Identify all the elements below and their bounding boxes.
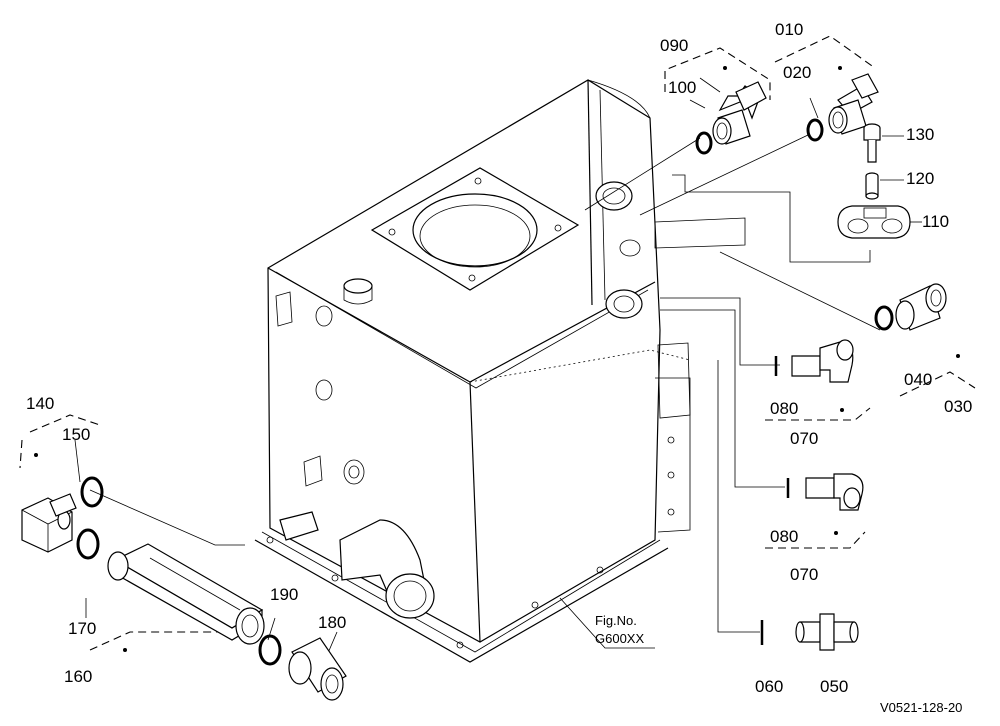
callout-020: 020 xyxy=(783,63,811,82)
o-ring-150 xyxy=(80,476,104,508)
callout-070-lower: 070 xyxy=(790,565,818,584)
adaptor-030 xyxy=(895,283,960,358)
o-ring-190 xyxy=(258,634,282,666)
callout-170: 170 xyxy=(68,619,96,638)
callout-070-upper: 070 xyxy=(790,429,818,448)
spacer-120 xyxy=(865,172,879,200)
bolt-130 xyxy=(863,123,881,163)
callout-110: 110 xyxy=(922,212,949,231)
elbow-fitting-070-upper xyxy=(774,339,854,412)
clamp-110 xyxy=(837,205,911,239)
callout-060: 060 xyxy=(755,677,783,696)
callout-080-upper: 080 xyxy=(770,399,798,418)
o-ring-040 xyxy=(874,305,894,331)
callout-090: 090 xyxy=(660,36,688,55)
line-filter-160 xyxy=(107,543,265,652)
callout-labels: 090 100 010 020 130 120 110 040 030 080 … xyxy=(26,20,972,715)
elbow-fitting-010 xyxy=(828,66,879,135)
callout-140: 140 xyxy=(26,394,54,413)
hydraulic-tank xyxy=(254,79,746,663)
o-ring-170 xyxy=(76,528,100,560)
callout-010: 010 xyxy=(775,20,803,39)
block-elbow-140 xyxy=(21,453,77,553)
callout-160: 160 xyxy=(64,667,92,686)
drawing-code: V0521-128-20 xyxy=(880,700,962,715)
figure-number-code: G600XX xyxy=(595,631,644,646)
elbow-fitting-090 xyxy=(712,66,767,145)
figure-number-label: Fig.No. xyxy=(595,613,637,628)
callout-030: 030 xyxy=(944,397,972,416)
callout-080-lower: 080 xyxy=(770,527,798,546)
adaptor-050 xyxy=(795,613,859,651)
callout-050: 050 xyxy=(820,677,848,696)
callout-040: 040 xyxy=(904,370,932,389)
o-ring-100 xyxy=(695,131,713,155)
callout-100: 100 xyxy=(668,78,696,97)
elbow-fitting-070-lower xyxy=(786,473,864,535)
leader-lines xyxy=(74,77,922,661)
callout-180: 180 xyxy=(318,613,346,632)
callout-130: 130 xyxy=(906,125,934,144)
o-ring-020 xyxy=(806,118,824,142)
adaptor-180 xyxy=(288,637,347,701)
callout-190: 190 xyxy=(270,585,298,604)
callout-150: 150 xyxy=(62,425,90,444)
callout-120: 120 xyxy=(906,169,934,188)
